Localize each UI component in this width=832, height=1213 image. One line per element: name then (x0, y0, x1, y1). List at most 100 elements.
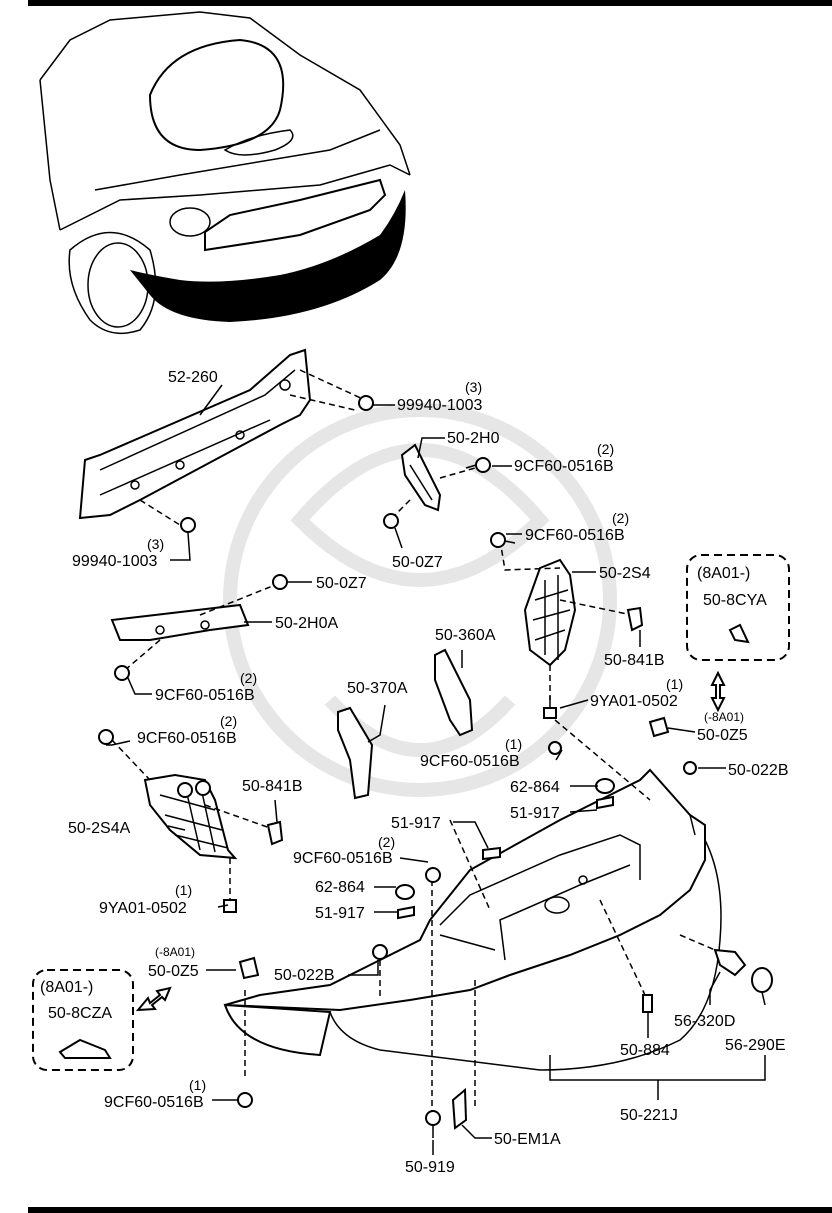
part-bolt-9CF60-g (237, 1092, 253, 1108)
qty-9YA01-b: (1) (175, 882, 192, 898)
note-0Z5-a: (-8A01) (704, 710, 744, 724)
double-arrow-left (135, 986, 172, 1012)
qty-9CF60-e: (1) (505, 736, 522, 752)
label-56-320D: 56-320D (674, 1013, 735, 1030)
label-99940-1003-b: 99940-1003 (72, 553, 158, 570)
qty-9CF60-d: (2) (220, 713, 237, 729)
qty-99940-a: (3) (465, 379, 482, 395)
part-56-290E (751, 967, 773, 993)
label-51-917-c: 51-917 (315, 905, 365, 922)
part-50-2S4A (143, 773, 238, 860)
label-56-290E: 56-290E (725, 1037, 786, 1054)
label-50-221J: 50-221J (620, 1107, 678, 1124)
part-clip-0Z5-a (648, 716, 670, 738)
label-50-2H0: 50-2H0 (447, 430, 500, 447)
label-50-841B-a: 50-841B (604, 652, 665, 669)
qty-9CF60-f: (2) (378, 834, 395, 850)
label-9CF60-0516B-f: 9CF60-0516B (293, 850, 393, 867)
part-clip-0Z5-b (238, 956, 260, 980)
label-62-864-b: 62-864 (315, 879, 365, 896)
part-50-2S4 (523, 558, 577, 667)
label-50-0Z5-b: 50-0Z5 (148, 963, 199, 980)
label-50-0Z7-b: 50-0Z7 (316, 575, 367, 592)
part-nut-99940-a (358, 395, 374, 411)
inset-left-header: (8A01-) (40, 979, 93, 996)
label-51-917-b: 51-917 (391, 815, 441, 832)
qty-9CF60-a: (2) (597, 441, 614, 457)
qty-9YA01-a: (1) (666, 676, 683, 692)
inset-right-part: 50-8CYA (703, 592, 767, 609)
label-9CF60-0516B-c: 9CF60-0516B (155, 687, 255, 704)
label-9YA01-0502-a: 9YA01-0502 (590, 693, 678, 710)
note-0Z5-b: (-8A01) (155, 945, 195, 959)
label-9CF60-0516B-d: 9CF60-0516B (137, 730, 237, 747)
part-clip-841B-a (626, 606, 644, 632)
part-50-2H0 (400, 443, 442, 512)
label-9CF60-0516B-a: 9CF60-0516B (514, 458, 614, 475)
part-labels: 52-260 99940-1003 (3) 99940-1003 (3) 50-… (40, 369, 789, 1176)
part-clip-841B-b (266, 820, 284, 846)
part-nut-0Z7-b (272, 574, 288, 590)
label-50-884: 50-884 (620, 1042, 670, 1059)
car-rear-illustration (39, 11, 411, 335)
label-50-EM1A: 50-EM1A (494, 1131, 561, 1148)
part-tape-51-917-c (397, 905, 415, 920)
label-50-370A: 50-370A (347, 680, 408, 697)
qty-9CF60-c: (2) (240, 670, 257, 686)
part-screw-9YA01-b (223, 899, 237, 913)
label-9YA01-0502-b: 9YA01-0502 (99, 900, 187, 917)
part-52-260 (78, 348, 312, 520)
qty-99940-b: (3) (147, 536, 164, 552)
part-clip-022B-a (683, 761, 697, 775)
top-rule (28, 0, 832, 6)
part-bolt-9CF60-e (548, 741, 562, 755)
qty-9CF60-g: (1) (189, 1077, 206, 1093)
label-50-360A: 50-360A (435, 627, 496, 644)
label-99940-1003-a: 99940-1003 (397, 397, 483, 414)
label-62-864-a: 62-864 (510, 779, 560, 796)
bottom-rule (28, 1207, 832, 1213)
part-plug-62-864-b (395, 884, 415, 900)
part-nut-99940-b (180, 517, 196, 533)
label-50-022B-b: 50-022B (274, 967, 335, 984)
part-screw-9YA01-a (543, 696, 557, 719)
part-bolt-9CF60-c (114, 665, 130, 681)
part-bolt-9CF60-b (490, 532, 516, 548)
part-56-320D (713, 948, 747, 977)
part-bolt-9CF60-a (465, 457, 491, 473)
inset-right-header: (8A01-) (697, 565, 750, 582)
label-50-2S4: 50-2S4 (599, 565, 651, 582)
label-50-2S4A: 50-2S4A (68, 820, 131, 837)
label-51-917-a: 51-917 (510, 805, 560, 822)
part-bolt-9CF60-f (98, 729, 114, 745)
label-50-0Z5-a: 50-0Z5 (697, 727, 748, 744)
part-clip-022B-b (372, 944, 388, 960)
label-9CF60-0516B-e: 9CF60-0516B (420, 753, 520, 770)
part-nut-0Z7-a (383, 513, 399, 529)
part-tape-51-917-b (482, 846, 501, 861)
part-50-919 (425, 1110, 441, 1138)
label-50-919: 50-919 (405, 1159, 455, 1176)
part-50-2H0A (110, 603, 250, 641)
part-50-884 (642, 994, 653, 1013)
part-50-360A (434, 648, 474, 737)
inset-left-part: 50-8CZA (48, 1005, 112, 1022)
label-52-260: 52-260 (168, 369, 218, 386)
part-bolt-9CF60-d (425, 867, 441, 883)
label-9CF60-0516B-g: 9CF60-0516B (104, 1094, 204, 1111)
label-50-0Z7-a: 50-0Z7 (392, 554, 443, 571)
part-tape-51-917-a (596, 795, 614, 810)
double-arrow-right (710, 670, 726, 713)
label-50-2H0A: 50-2H0A (275, 615, 338, 632)
part-50-221J-bumper (223, 768, 722, 1071)
label-50-841B-b: 50-841B (242, 778, 303, 795)
label-9CF60-0516B-b: 9CF60-0516B (525, 527, 625, 544)
inset-right-8CYA (686, 554, 790, 661)
leader-lines (106, 384, 766, 1155)
inset-left-8CZA (32, 969, 134, 1071)
part-50-370A (337, 706, 374, 800)
part-plug-62-864-a (595, 778, 615, 794)
label-50-022B-a: 50-022B (728, 762, 789, 779)
part-50-EM1A (451, 1087, 468, 1130)
